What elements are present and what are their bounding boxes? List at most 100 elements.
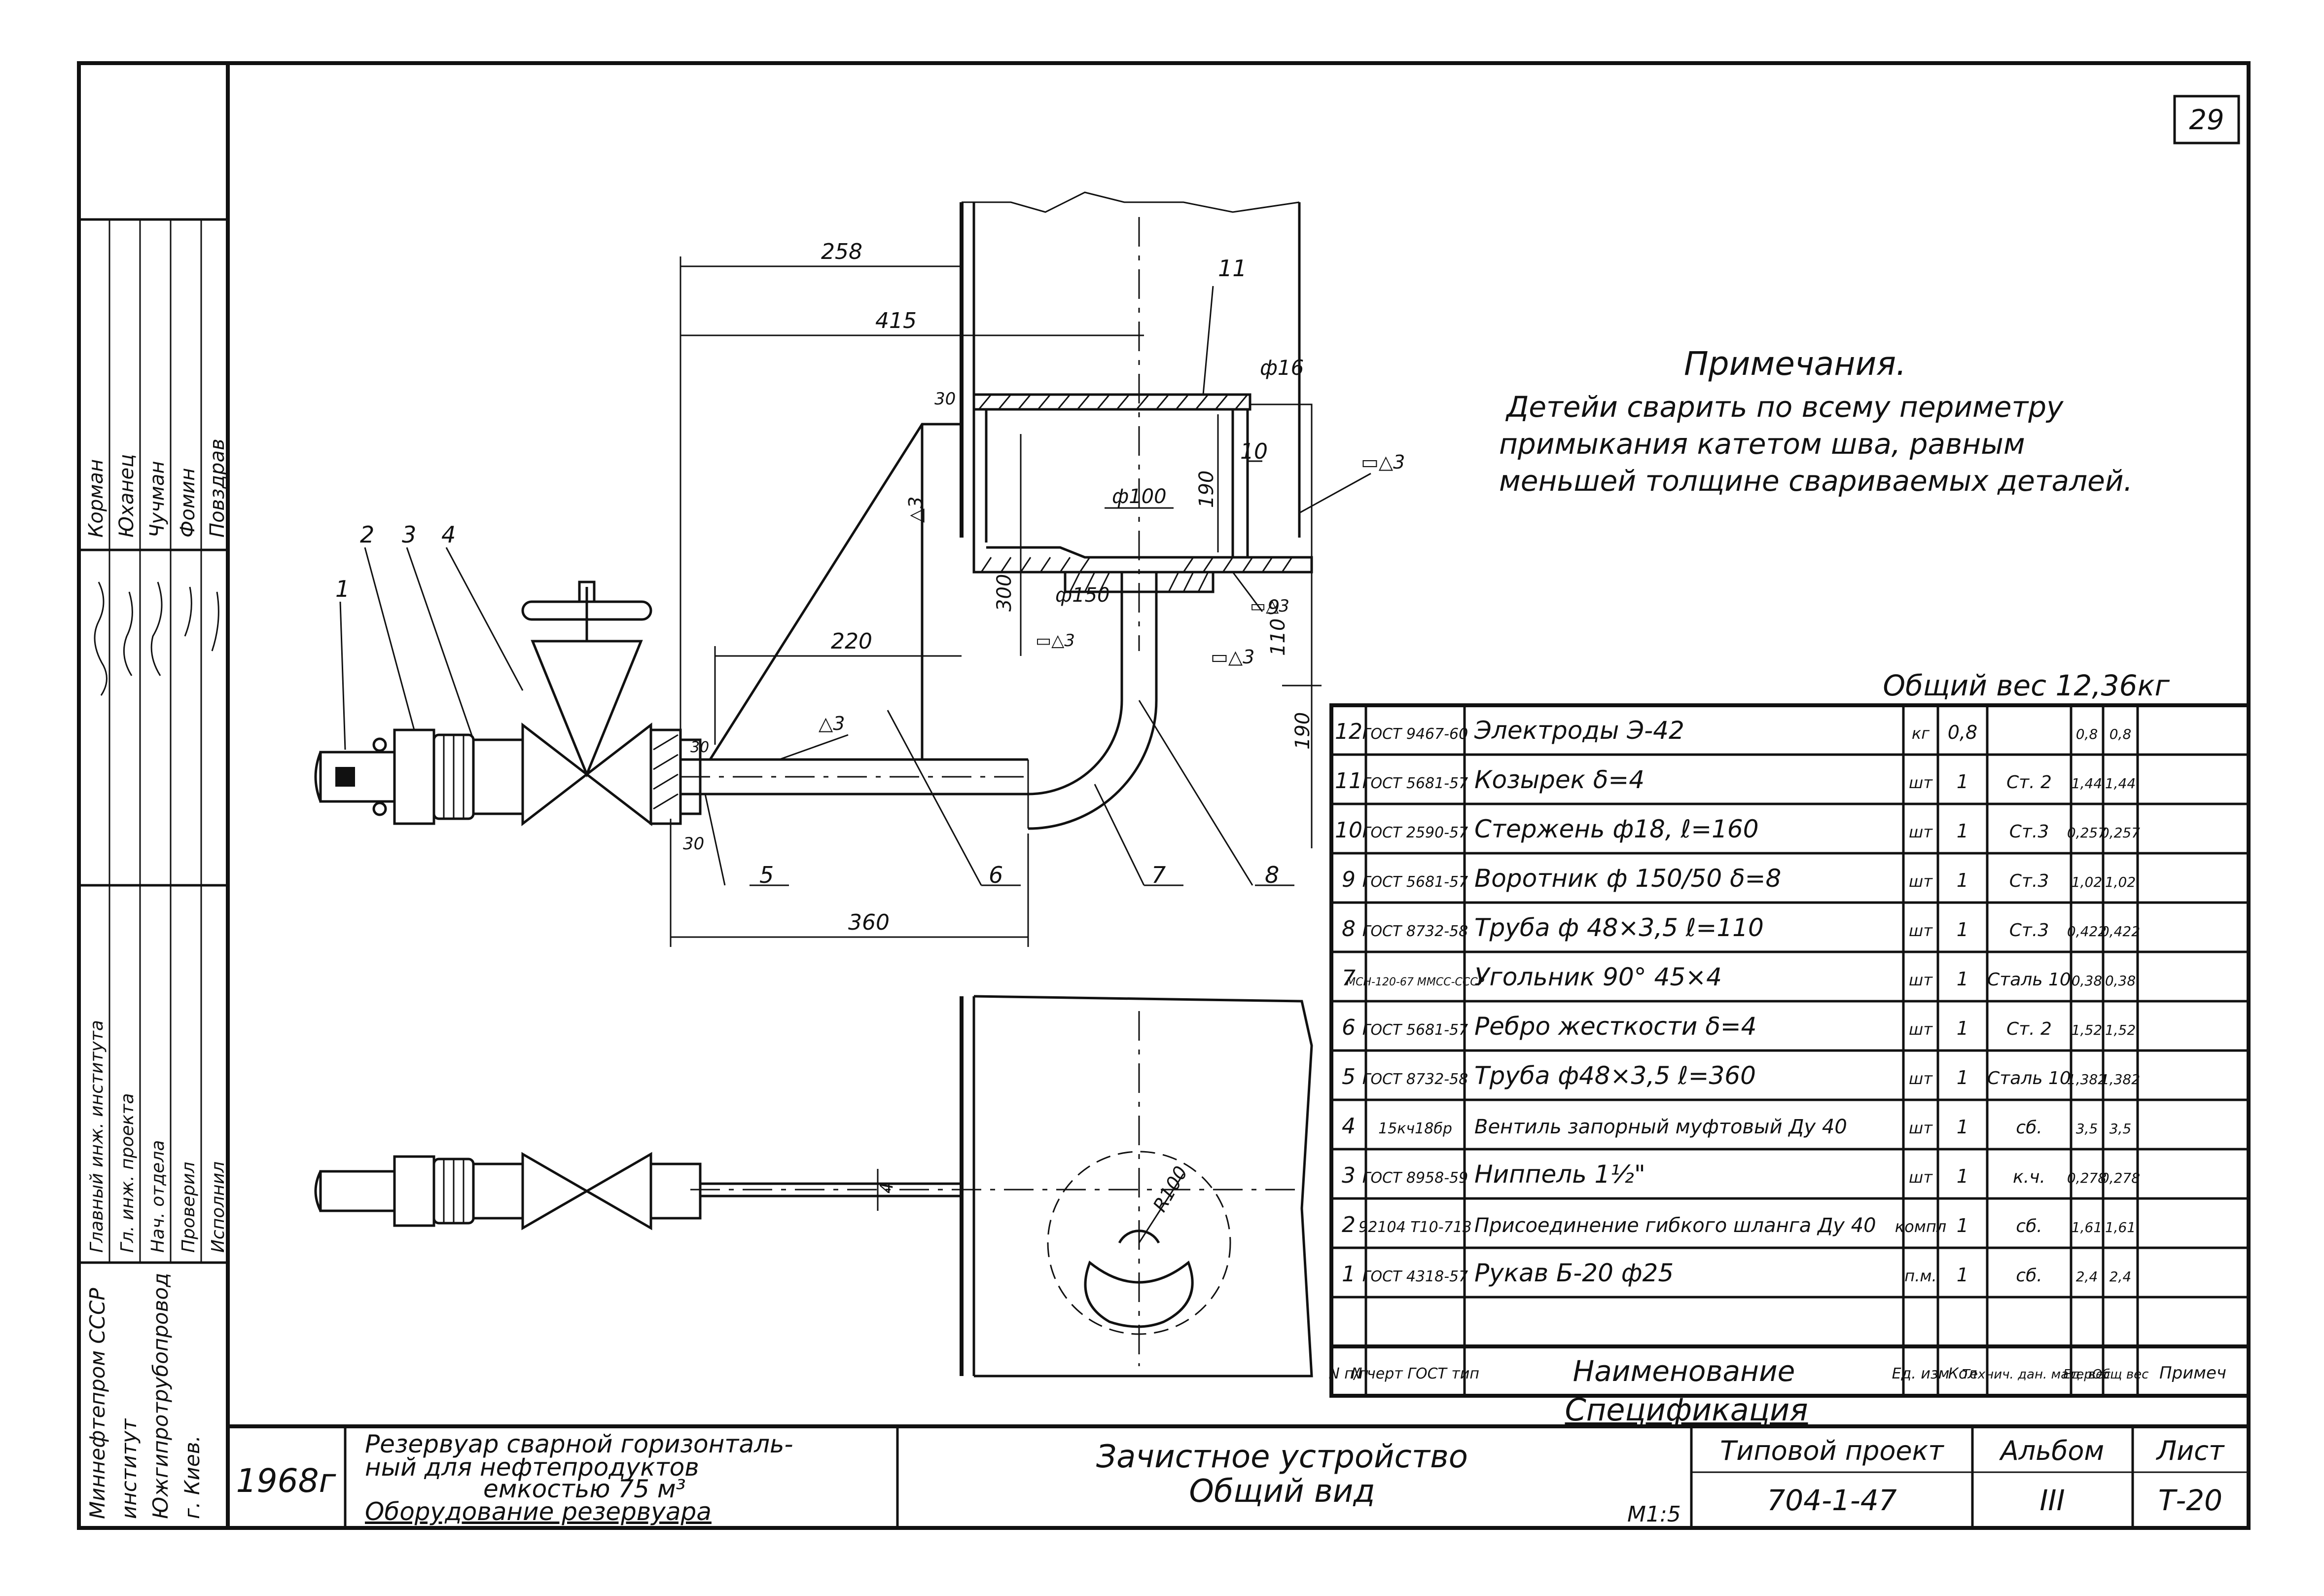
dim-110: 110 [1267, 618, 1289, 656]
spec-table-header: N п/п N черт ГОСТ тип Наименование Ед. и… [1328, 1354, 2226, 1388]
spec-cell-num: 3 [1342, 1163, 1356, 1188]
notes-line-1: Детейи сварить по всему периметру [1505, 390, 2064, 424]
spec-cell-qty: 1 [1957, 870, 1968, 891]
spec-cell-name: Козырек δ=4 [1474, 765, 1645, 794]
scale: М1:5 [1627, 1502, 1681, 1527]
notes-line-3: меньшей толщине свариваемых деталей. [1499, 464, 2133, 498]
spec-cell-gost: ГОСТ 9467-60 [1362, 725, 1468, 743]
spec-cell-qty: 1 [1957, 1116, 1968, 1138]
callout-3: 3 [402, 521, 416, 548]
spec-cell-unit: шт [1909, 971, 1933, 989]
dim-30-b: 30 [683, 834, 704, 854]
object-title-2: ный для нефтепродуктов [365, 1453, 699, 1482]
spec-cell-gost: 92104 Т10-713 [1359, 1219, 1472, 1236]
callout-5: 5 [759, 862, 774, 888]
dim-258: 258 [821, 239, 862, 264]
year: 1968г [236, 1462, 336, 1500]
spec-cell-w-total: 1,44 [2105, 775, 2136, 792]
callout-8: 8 [1265, 862, 1279, 888]
spec-cell-gost: 15кч18бр [1378, 1120, 1452, 1137]
sheet-frame [77, 61, 2251, 1530]
spec-cell-num: 12 [1335, 719, 1362, 744]
spec-cell-material: Ст. 2 [2006, 772, 2052, 793]
header-gost: N черт ГОСТ тип [1351, 1365, 1479, 1382]
dim-phi150: ф150 [1055, 584, 1110, 607]
callout-11: 11 [1218, 255, 1247, 282]
spec-cell-name: Присоединение гибкого шланга Ду 40 [1474, 1214, 1876, 1237]
spec-cell-w-total: 0,278 [2101, 1170, 2140, 1186]
drawing-title-2: Общий вид [1189, 1473, 1375, 1510]
title-block [344, 1426, 2249, 1528]
stamp-role-5: Исполнил [208, 1161, 228, 1253]
spec-cell-w-total: 1,52 [2105, 1022, 2136, 1038]
sheet-number: 29 [2189, 104, 2224, 136]
header-num: N п/п [1328, 1365, 1368, 1382]
spec-cell-name: Угольник 90° 45×4 [1474, 963, 1722, 991]
spec-cell-name: Труба ф 48×3,5 ℓ=110 [1474, 913, 1764, 942]
weld-mark-5: ▭△3 [1211, 646, 1254, 668]
stamp-role-4: Проверил [179, 1161, 199, 1253]
spec-cell-material: Ст.3 [2009, 920, 2049, 941]
spec-cell-gost: ГОСТ 8958-59 [1362, 1169, 1468, 1187]
spec-cell-material: Ст. 2 [2006, 1019, 2052, 1039]
callout-leaders [339, 286, 1263, 886]
stamp-role-1: Главный инж. института [87, 1020, 107, 1253]
dim-190-a: 190 [1291, 712, 1314, 750]
spec-cell-w-unit: 0,38 [2072, 973, 2102, 989]
spec-cell-unit: шт [1909, 872, 1933, 891]
spec-cell-qty: 1 [1957, 771, 1968, 793]
spec-cell-material: сб. [2016, 1266, 2042, 1286]
spec-cell-w-unit: 0,257 [2067, 825, 2107, 841]
drawing-title-1: Зачистное устройство [1096, 1439, 1468, 1475]
spec-cell-w-total: 0,422 [2101, 923, 2140, 940]
header-unit: Ед. изм [1892, 1365, 1950, 1382]
stamp-name-3: Чучман [146, 461, 169, 538]
spec-cell-w-total: 2,4 [2109, 1269, 2132, 1285]
project-label: Типовой проект [1720, 1435, 1944, 1466]
spec-cell-name: Ребро жесткости δ=4 [1474, 1012, 1757, 1041]
spec-cell-unit: шт [1909, 773, 1933, 792]
spec-cell-qty: 1 [1957, 1067, 1968, 1088]
stamp-names: Корман Юханец Чучман Фомин Повздрав [85, 438, 229, 538]
spec-cell-unit: шт [1909, 823, 1933, 841]
spec-cell-qty: 1 [1957, 968, 1968, 990]
spec-cell-w-unit: 2,4 [2076, 1269, 2098, 1285]
sheet-code: Т-20 [2158, 1484, 2222, 1517]
weld-mark-6: ▭△3 [1250, 596, 1289, 616]
spec-cell-w-unit: 0,422 [2067, 923, 2107, 940]
dim-30-c: 30 [690, 739, 709, 756]
spec-cell-w-total: 3,5 [2109, 1121, 2132, 1137]
spec-cell-num: 4 [1342, 1114, 1356, 1139]
left-stamp-strip [79, 218, 228, 1264]
spec-cell-num: 2 [1342, 1212, 1356, 1237]
spec-cell-material: Ст.3 [2009, 871, 2049, 891]
weld-mark-1: △3 [819, 713, 845, 734]
header-material: Технич. дан. матер. [1962, 1367, 2096, 1382]
spec-cell-gost: ГОСТ 2590-57 [1362, 824, 1468, 841]
spec-cell-name: Ниппель 1½" [1474, 1160, 1645, 1189]
org-line-2: институт [117, 1418, 141, 1519]
spec-cell-gost: ГОСТ 4318-57 [1362, 1268, 1468, 1285]
callouts: 1 2 3 4 5 6 7 8 9 10 11 [335, 255, 1294, 888]
spec-cell-w-unit: 1,44 [2072, 775, 2102, 792]
spec-cell-w-unit: 0,278 [2067, 1170, 2107, 1186]
spec-cell-unit: шт [1909, 1020, 1933, 1039]
weld-mark-4: ▭△3 [1036, 631, 1075, 651]
dim-phi16: ф16 [1260, 356, 1304, 380]
spec-cell-gost: ГОСТ 8732-58 [1362, 1071, 1468, 1088]
callout-9: 9 [1267, 596, 1280, 619]
stamp-organization: Миннефтепром СССР институт Южгипротрубоп… [85, 1273, 204, 1519]
stamp-roles: Главный инж. института Гл. инж. проекта … [87, 1020, 228, 1253]
sheet-label: Лист [2156, 1435, 2225, 1466]
header-name: Наименование [1573, 1354, 1795, 1388]
album-label: Альбом [1999, 1435, 2104, 1466]
spec-cell-qty: 1 [1957, 1264, 1968, 1286]
dim-4: 4 [877, 1182, 897, 1194]
spec-cell-qty: 1 [1957, 919, 1968, 941]
spec-cell-unit: п.м. [1904, 1267, 1936, 1285]
spec-cell-num: 7 [1342, 966, 1356, 991]
stamp-role-2: Гл. инж. проекта [117, 1093, 138, 1253]
callout-2: 2 [360, 521, 374, 548]
spec-cell-gost: ГОСТ 5681-57 [1362, 775, 1468, 792]
header-w-unit: Ед. вес [2063, 1367, 2111, 1382]
